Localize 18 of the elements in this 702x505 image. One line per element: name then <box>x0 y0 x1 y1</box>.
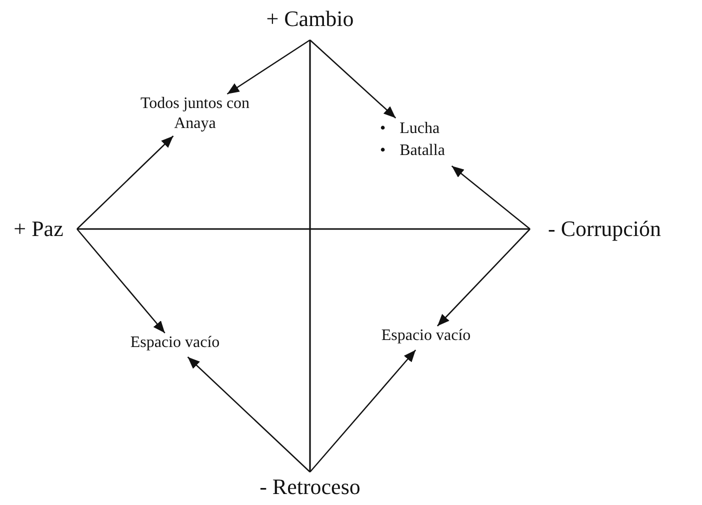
quadrant-label: Espacio vacío <box>352 326 500 350</box>
arrow <box>76 136 174 230</box>
quadrant-label: Espacio vacío <box>104 333 246 357</box>
axis-label: - Corrupción <box>530 214 702 244</box>
arrow <box>187 356 310 472</box>
arrow <box>226 39 310 95</box>
axis-label: + Cambio <box>258 4 362 40</box>
arrow <box>76 228 166 334</box>
bullet-list: • Lucha • Batalla <box>374 118 470 166</box>
arrow <box>310 350 416 472</box>
axis-label: - Retroceso <box>252 472 368 504</box>
axis-label: + Paz <box>0 214 77 244</box>
quadrant-label: Todos juntos con Anaya <box>140 94 250 136</box>
arrow <box>310 40 396 118</box>
axis-line <box>77 228 530 230</box>
axis-line <box>309 40 311 472</box>
arrow <box>436 228 530 326</box>
arrow <box>451 166 530 230</box>
